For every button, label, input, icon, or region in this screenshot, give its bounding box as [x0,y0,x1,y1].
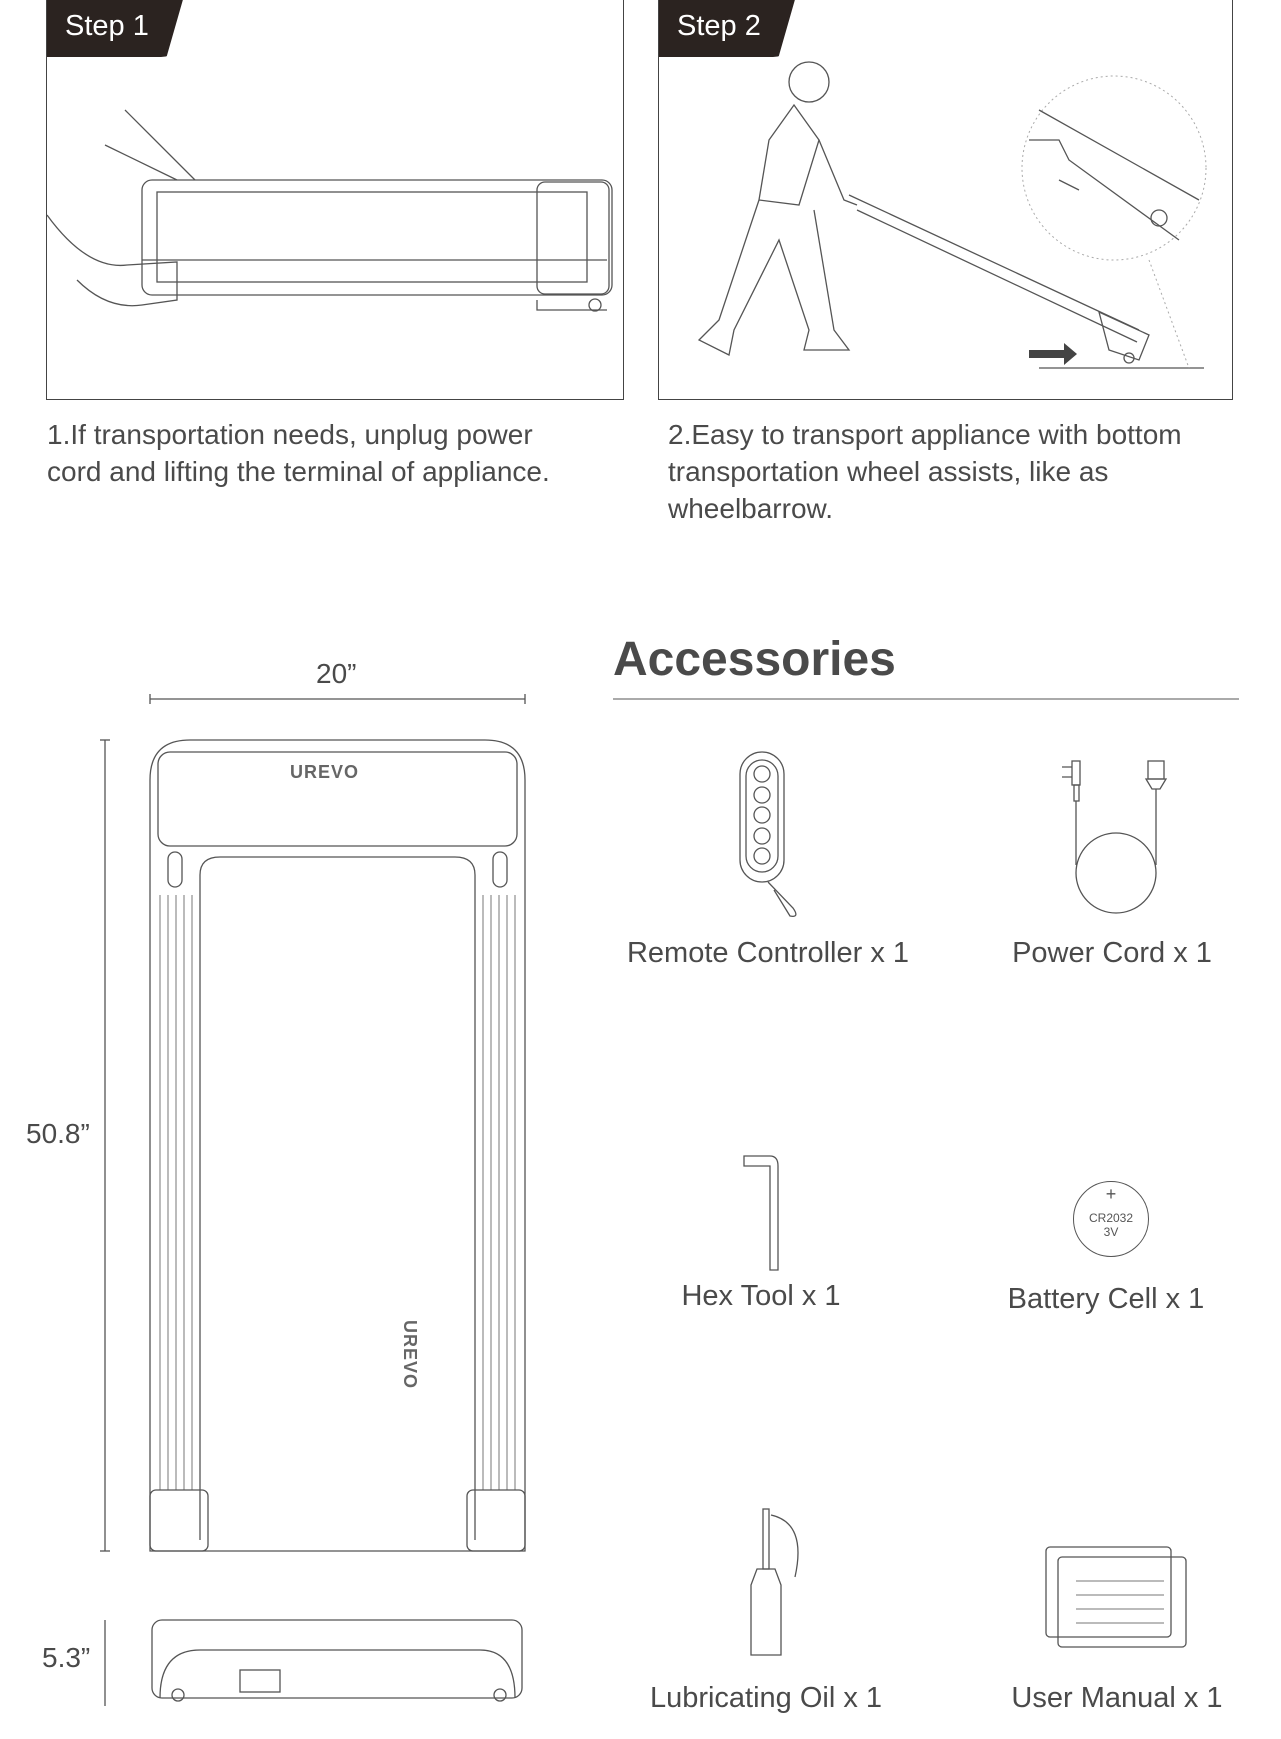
remote-controller-icon [739,751,797,917]
caption-line: wheelbarrow. [668,493,833,524]
lubricating-oil-label: Lubricating Oil x 1 [649,1682,883,1714]
battery-voltage: 3V [1103,1225,1119,1239]
battery-cell-icon: + CR2032 3V [1073,1181,1149,1257]
caption-line: transportation wheel assists, like as [668,456,1109,487]
accessories-divider [613,698,1239,700]
width-dimension: 20” [316,658,357,689]
step-2-panel: Step 2 [658,0,1233,400]
height-dimension: 5.3” [42,1642,91,1673]
step-1-panel: Step 1 [46,0,624,400]
step-2-tag: Step 2 [659,0,795,57]
battery-model: CR2032 [1088,1211,1134,1225]
user-manual-label: User Manual x 1 [1011,1682,1223,1714]
length-dimension: 50.8” [26,1118,90,1149]
brand-logo-top: UREVO [290,762,360,782]
wheelbarrow-transport-illustration [697,61,1207,369]
step-1-tag: Step 1 [47,0,183,57]
battery-cell-label: Battery Cell x 1 [1007,1283,1205,1315]
power-cord-icon [1062,760,1168,914]
brand-logo-side: UREVO [400,1320,420,1390]
hex-tool-icon [743,1155,779,1271]
step-1-caption: 1.If transportation needs, unplug power … [47,416,550,490]
user-manual-icon [1045,1546,1187,1648]
remote-controller-label: Remote Controller x 1 [626,937,910,969]
accessories-title: Accessories [613,633,896,686]
caption-line: 1.If transportation needs, unplug power [47,419,533,450]
step-2-caption: 2.Easy to transport appliance with botto… [668,416,1182,527]
hex-tool-label: Hex Tool x 1 [681,1280,841,1312]
lubricating-oil-icon [750,1508,799,1656]
caption-line: cord and lifting the terminal of applian… [47,456,550,487]
treadmill-lift-illustration [46,109,613,312]
caption-line: 2.Easy to transport appliance with botto… [668,419,1182,450]
power-cord-label: Power Cord x 1 [1012,937,1212,969]
battery-plus: + [1105,1184,1117,1204]
